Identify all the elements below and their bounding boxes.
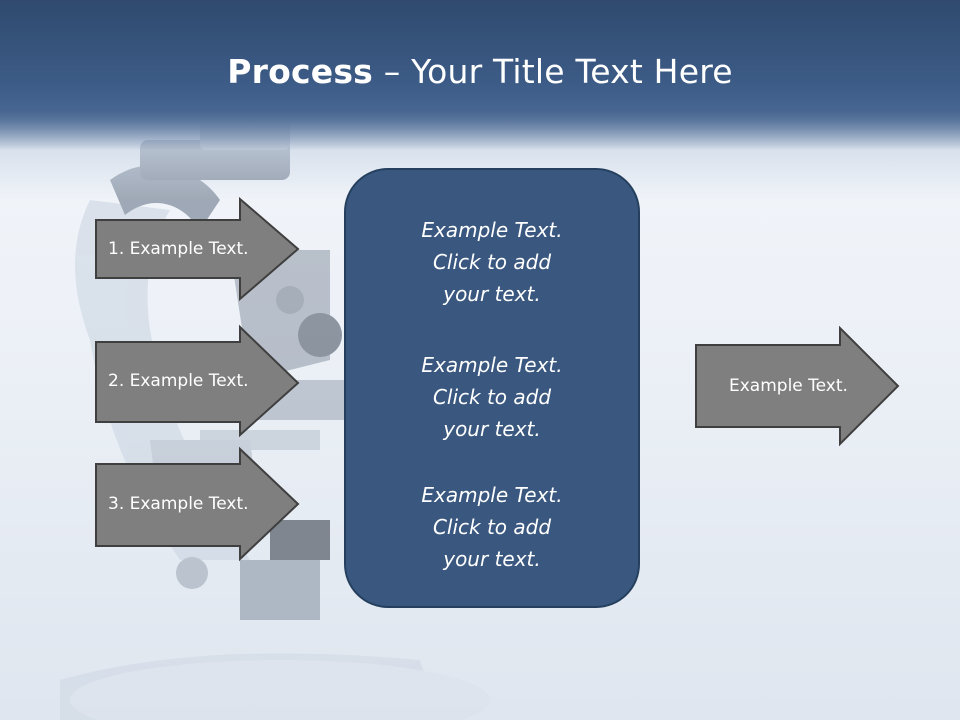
left-arrow-1-label: 1. Example Text. xyxy=(108,239,249,259)
center-paragraph-1: Example Text. Click to add your text. xyxy=(346,214,638,310)
left-arrow-3-label: 3. Example Text. xyxy=(108,494,249,514)
center-paragraph-3-line-3: your text. xyxy=(443,547,541,571)
center-paragraph-2-line-1: Example Text. xyxy=(421,353,563,377)
arrow-right-shape xyxy=(95,324,300,438)
left-arrow-1[interactable]: 1. Example Text. xyxy=(95,196,300,302)
center-paragraph-2: Example Text. Click to add your text. xyxy=(346,349,638,445)
arrow-right-shape xyxy=(695,325,900,447)
arrow-right-shape xyxy=(95,446,300,562)
center-paragraph-3-line-2: Click to add xyxy=(432,515,552,539)
center-paragraph-3: Example Text. Click to add your text. xyxy=(346,479,638,575)
left-arrow-2[interactable]: 2. Example Text. xyxy=(95,324,300,438)
left-arrow-3[interactable]: 3. Example Text. xyxy=(95,446,300,562)
right-arrow[interactable]: Example Text. xyxy=(695,325,900,447)
center-text-box[interactable]: Example Text. Click to add your text. Ex… xyxy=(344,168,640,608)
center-paragraph-1-line-1: Example Text. xyxy=(421,218,563,242)
center-paragraph-2-line-2: Click to add xyxy=(432,385,552,409)
arrow-right-shape xyxy=(95,196,300,302)
slide-title-bold: Process xyxy=(227,52,374,91)
slide-title: Process – Your Title Text Here xyxy=(0,52,960,91)
center-paragraph-1-line-3: your text. xyxy=(443,282,541,306)
center-paragraph-3-line-1: Example Text. xyxy=(421,483,563,507)
left-arrow-2-label: 2. Example Text. xyxy=(108,371,249,391)
center-paragraph-2-line-3: your text. xyxy=(443,417,541,441)
center-paragraph-1-line-2: Click to add xyxy=(432,250,552,274)
right-arrow-label: Example Text. xyxy=(729,376,848,396)
slide-title-rest: – Your Title Text Here xyxy=(373,52,733,91)
